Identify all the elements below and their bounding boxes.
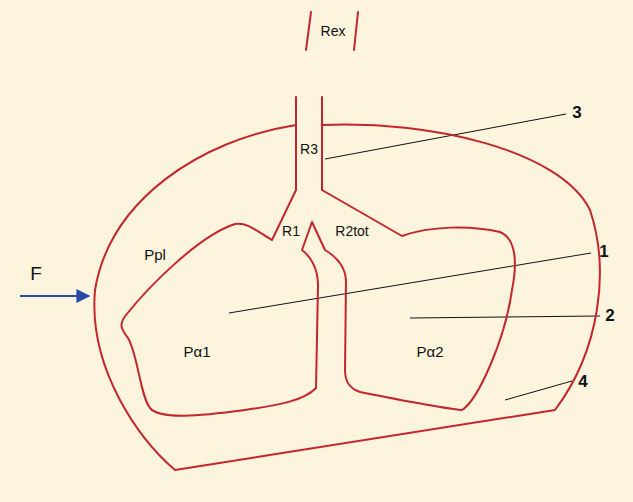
left-alveolar-compartment: Pα1 [115,215,325,425]
pressure-label: Pα2 [416,344,443,361]
pleural-space: PplPα1 Pα2 [85,115,610,475]
resistance-label: R1 [282,224,300,239]
force-label: F [30,264,42,285]
callout-number: 1 [599,243,608,262]
trachea-wall [295,97,297,190]
resistance-label: R2tot [335,224,368,239]
leader-line [505,381,572,400]
external-airway-wall [354,12,358,50]
trachea-wall [321,97,323,190]
pleural-space-outline [85,115,610,475]
leader-line [229,253,591,313]
pressure-label: Ppl [144,247,166,264]
leader-line [325,114,566,159]
resistance-label: Rex [321,24,346,39]
pleural-space-border [94,124,599,470]
left-alveolar-compartment-border [122,224,318,416]
callout-number: 2 [605,307,614,326]
callout-number: 4 [578,373,587,392]
pressure-label: Pα1 [183,344,210,361]
right-alveolar-compartment-outline [320,220,525,420]
bronchus-carina [302,222,325,250]
external-airway-wall [306,12,311,50]
right-alveolar-compartment: Pα2 [320,220,525,420]
resistance-label: R3 [300,142,318,157]
left-alveolar-compartment-outline [115,215,325,425]
right-alveolar-compartment-border [325,227,515,410]
callout-number: 3 [572,104,581,123]
force-arrow [20,295,89,297]
leader-line [410,316,600,318]
